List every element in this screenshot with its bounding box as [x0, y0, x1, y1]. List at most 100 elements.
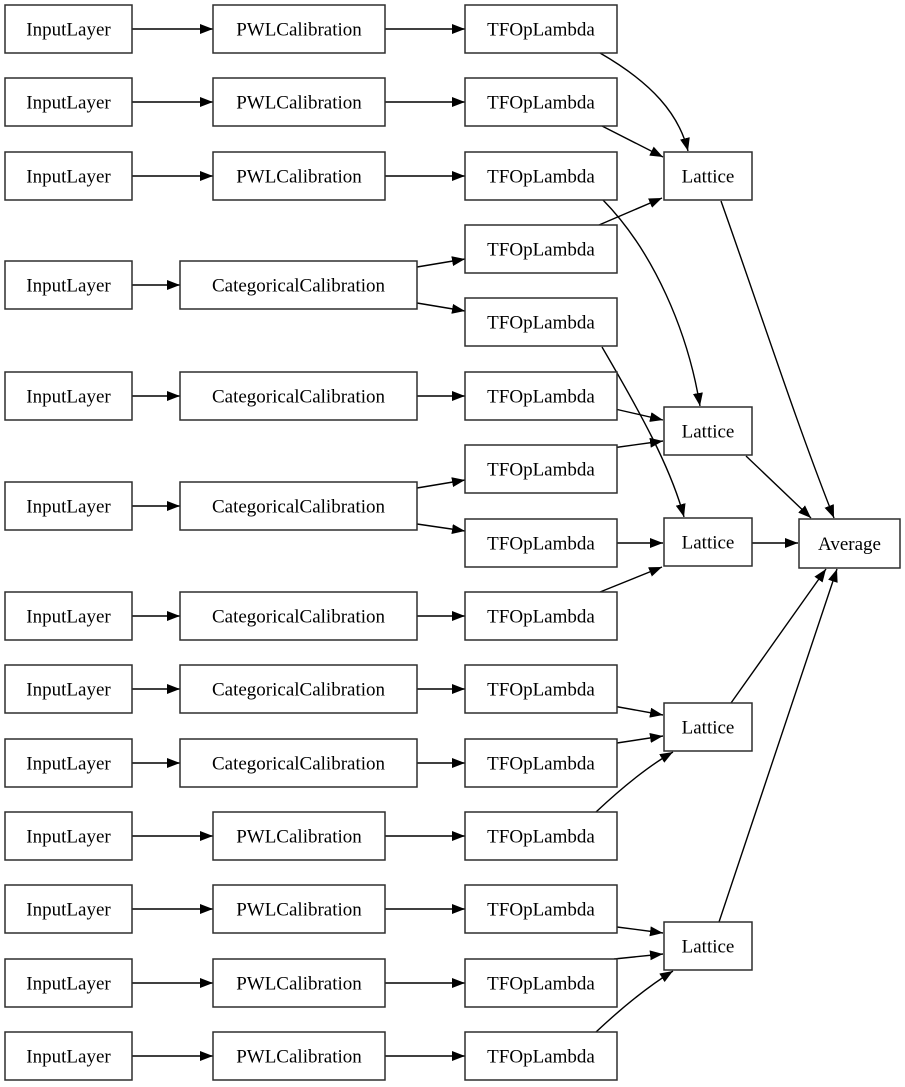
node-lattice-5: Lattice — [663, 921, 753, 971]
node-tfop-10: TFOpLambda — [464, 664, 618, 714]
node-label: TFOpLambda — [487, 20, 595, 41]
node-average: Average — [798, 518, 901, 569]
edge-tfop-3-to-lattice-2 — [602, 199, 703, 407]
node-label: CategoricalCalibration — [212, 497, 386, 518]
node-lattice-1: Lattice — [663, 151, 753, 201]
node-box — [464, 4, 618, 54]
node-box — [179, 664, 418, 714]
node-cat-2: CategoricalCalibration — [179, 371, 418, 421]
node-box — [798, 518, 901, 569]
edge-tfop-2-to-lattice-1 — [601, 125, 664, 158]
edge-lattice-2-to-average — [745, 455, 812, 519]
nodes-layer: InputLayerInputLayerInputLayerInputLayer… — [4, 4, 901, 1081]
node-input-4: InputLayer — [4, 260, 133, 310]
node-pwl-1: PWLCalibration — [212, 4, 386, 54]
node-pwl-2: PWLCalibration — [212, 77, 386, 127]
node-label: TFOpLambda — [487, 93, 595, 114]
node-box — [464, 518, 618, 568]
node-tfop-13: TFOpLambda — [464, 884, 618, 934]
node-label: TFOpLambda — [487, 754, 595, 775]
node-label: PWLCalibration — [236, 900, 362, 921]
node-box — [179, 738, 418, 788]
node-pwl-6: PWLCalibration — [212, 958, 386, 1008]
node-box — [4, 151, 133, 201]
node-box — [663, 517, 753, 567]
node-label: CategoricalCalibration — [212, 387, 386, 408]
node-box — [4, 1031, 133, 1081]
node-box — [464, 738, 618, 788]
node-box — [464, 1031, 618, 1081]
edge-tfop-13-to-lattice-5 — [616, 926, 664, 937]
edge-tfop-10-to-lattice-4 — [612, 705, 664, 718]
node-tfop-1: TFOpLambda — [464, 4, 618, 54]
node-box — [464, 664, 618, 714]
node-tfop-2: TFOpLambda — [464, 77, 618, 127]
node-tfop-12: TFOpLambda — [464, 811, 618, 861]
node-pwl-5: PWLCalibration — [212, 884, 386, 934]
edge-tfop-7-to-lattice-2 — [611, 437, 664, 449]
node-input-5: InputLayer — [4, 371, 133, 421]
node-box — [464, 151, 618, 201]
node-box — [464, 297, 618, 347]
node-lattice-4: Lattice — [663, 702, 753, 752]
node-label: InputLayer — [26, 974, 111, 995]
edge-cat-3-to-tfop-8 — [416, 523, 466, 535]
node-label: PWLCalibration — [236, 1047, 362, 1068]
edge-tfop-9-to-lattice-3 — [599, 566, 663, 593]
node-pwl-4: PWLCalibration — [212, 811, 386, 861]
node-label: Lattice — [682, 718, 735, 739]
edge-tfop-15-to-lattice-5 — [595, 970, 674, 1033]
edge-cat-1-to-tfop-5 — [416, 302, 466, 314]
node-label: InputLayer — [26, 167, 111, 188]
node-tfop-9: TFOpLambda — [464, 591, 618, 641]
node-label: InputLayer — [26, 827, 111, 848]
node-box — [212, 958, 386, 1008]
node-lattice-2: Lattice — [663, 406, 753, 456]
node-tfop-7: TFOpLambda — [464, 444, 618, 494]
node-label: InputLayer — [26, 754, 111, 775]
node-box — [4, 4, 133, 54]
node-input-1: InputLayer — [4, 4, 133, 54]
edge-cat-3-to-tfop-7 — [416, 477, 466, 489]
node-box — [464, 371, 618, 421]
node-box — [212, 77, 386, 127]
node-input-13: InputLayer — [4, 1031, 133, 1081]
node-box — [663, 921, 753, 971]
edge-tfop-12-to-lattice-4 — [595, 751, 674, 813]
node-label: TFOpLambda — [487, 240, 595, 261]
node-box — [4, 884, 133, 934]
node-box — [4, 591, 133, 641]
node-label: TFOpLambda — [487, 607, 595, 628]
node-box — [212, 151, 386, 201]
node-input-9: InputLayer — [4, 738, 133, 788]
node-label: CategoricalCalibration — [212, 276, 386, 297]
node-input-12: InputLayer — [4, 958, 133, 1008]
node-label: Lattice — [682, 533, 735, 554]
node-box — [4, 811, 133, 861]
node-label: TFOpLambda — [487, 460, 595, 481]
node-box — [179, 591, 418, 641]
node-tfop-8: TFOpLambda — [464, 518, 618, 568]
node-box — [212, 811, 386, 861]
node-label: PWLCalibration — [236, 974, 362, 995]
node-box — [663, 406, 753, 456]
node-box — [464, 958, 618, 1008]
node-box — [4, 958, 133, 1008]
node-box — [4, 260, 133, 310]
node-cat-6: CategoricalCalibration — [179, 738, 418, 788]
node-pwl-7: PWLCalibration — [212, 1031, 386, 1081]
node-box — [464, 591, 618, 641]
node-label: Lattice — [682, 422, 735, 443]
node-label: Lattice — [682, 167, 735, 188]
node-box — [179, 371, 418, 421]
node-label: TFOpLambda — [487, 313, 595, 334]
node-box — [212, 1031, 386, 1081]
node-input-6: InputLayer — [4, 481, 133, 531]
node-box — [4, 481, 133, 531]
node-input-8: InputLayer — [4, 664, 133, 714]
node-input-2: InputLayer — [4, 77, 133, 127]
edge-tfop-14-to-lattice-5 — [613, 950, 664, 961]
node-input-11: InputLayer — [4, 884, 133, 934]
node-box — [464, 444, 618, 494]
node-box — [4, 664, 133, 714]
